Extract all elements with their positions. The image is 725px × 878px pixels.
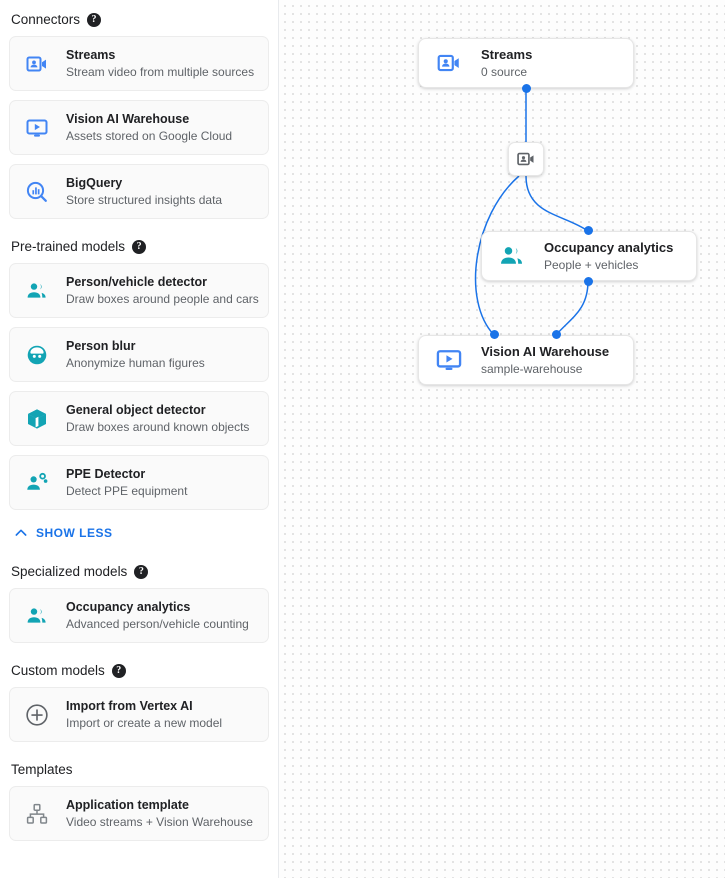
people-group-icon xyxy=(496,240,528,272)
palette-item-title: Application template xyxy=(66,798,189,812)
graph-node-subtitle: People + vehicles xyxy=(544,258,639,272)
section-header-pre-trained-models: Pre-trained models ? xyxy=(9,239,269,254)
port-warehouse-input-right[interactable] xyxy=(552,330,561,339)
palette-item-subtitle: Draw boxes around known objects xyxy=(66,420,250,434)
palette-item-text: Import from Vertex AI Import or create a… xyxy=(66,698,222,731)
section-title: Custom models xyxy=(11,663,105,678)
edge-relay-to-occupancy xyxy=(525,175,589,232)
port-occupancy-output[interactable] xyxy=(584,277,593,286)
section-title: Templates xyxy=(11,762,73,777)
section-title: Pre-trained models xyxy=(11,239,126,254)
person-gear-icon xyxy=(22,468,52,498)
palette-item-title: PPE Detector xyxy=(66,467,146,481)
graph-node-streams[interactable]: Streams 0 source xyxy=(418,38,634,88)
cube-box-icon xyxy=(22,404,52,434)
palette-item-subtitle: Stream video from multiple sources xyxy=(66,65,255,79)
palette-item-occupancy-analytics[interactable]: Occupancy analytics Advanced person/vehi… xyxy=(9,588,269,643)
monitor-play-icon xyxy=(433,344,465,376)
palette-item-subtitle: Detect PPE equipment xyxy=(66,484,188,498)
palette-item-title: Person blur xyxy=(66,339,136,353)
palette-item-subtitle: Assets stored on Google Cloud xyxy=(66,129,233,143)
graph-node-occupancy-analytics[interactable]: Occupancy analytics People + vehicles xyxy=(481,231,697,281)
palette-item-subtitle: Video streams + Vision Warehouse xyxy=(66,815,253,829)
palette-item-text: General object detector Draw boxes aroun… xyxy=(66,402,249,435)
graph-node-stream-relay[interactable] xyxy=(508,142,544,176)
people-group-icon xyxy=(22,276,52,306)
face-circle-icon xyxy=(22,340,52,370)
graph-node-title: Occupancy analytics xyxy=(544,240,674,255)
graph-node-title: Vision AI Warehouse xyxy=(481,344,610,359)
palette-item-subtitle: Draw boxes around people and cars xyxy=(66,292,259,306)
palette-item-text: PPE Detector Detect PPE equipment xyxy=(66,466,187,499)
palette-item-bigquery[interactable]: BigQuery Store structured insights data xyxy=(9,164,269,219)
palette-item-title: General object detector xyxy=(66,403,206,417)
graph-node-vision-ai-warehouse[interactable]: Vision AI Warehouse sample-warehouse xyxy=(418,335,634,385)
show-less-label: SHOW LESS xyxy=(36,526,113,540)
palette-item-subtitle: Import or create a new model xyxy=(66,716,223,730)
palette-item-text: Vision AI Warehouse Assets stored on Goo… xyxy=(66,111,232,144)
help-icon[interactable]: ? xyxy=(132,239,147,254)
pipeline-graph-canvas[interactable]: Streams 0 source xyxy=(279,0,725,878)
palette-item-title: Occupancy analytics xyxy=(66,600,191,614)
palette-item-person-blur[interactable]: Person blur Anonymize human figures xyxy=(9,327,269,382)
show-less-button[interactable]: SHOW LESS xyxy=(13,522,269,544)
graph-node-subtitle: sample-warehouse xyxy=(481,362,583,376)
plus-circle-icon xyxy=(22,700,52,730)
graph-node-text: Occupancy analytics People + vehicles xyxy=(544,239,673,273)
port-warehouse-input-left[interactable] xyxy=(490,330,499,339)
port-occupancy-input[interactable] xyxy=(584,226,593,235)
section-title: Specialized models xyxy=(11,564,128,579)
palette-item-text: Person blur Anonymize human figures xyxy=(66,338,205,371)
video-camera-icon xyxy=(433,47,465,79)
palette-item-text: Occupancy analytics Advanced person/vehi… xyxy=(66,599,249,632)
palette-item-title: Import from Vertex AI xyxy=(66,699,193,713)
palette-item-title: Streams xyxy=(66,48,116,62)
palette-item-import-from-vertex-ai[interactable]: Import from Vertex AI Import or create a… xyxy=(9,687,269,742)
palette-item-subtitle: Anonymize human figures xyxy=(66,356,205,370)
palette-item-text: Streams Stream video from multiple sourc… xyxy=(66,47,254,80)
video-camera-icon xyxy=(517,152,534,166)
palette-item-general-object-detector[interactable]: General object detector Draw boxes aroun… xyxy=(9,391,269,446)
section-header-specialized-models: Specialized models ? xyxy=(9,564,269,579)
palette-item-title: BigQuery xyxy=(66,176,123,190)
palette-item-title: Vision AI Warehouse xyxy=(66,112,190,126)
section-header-connectors: Connectors ? xyxy=(9,12,269,27)
section-title: Connectors xyxy=(11,12,81,27)
palette-item-text: BigQuery Store structured insights data xyxy=(66,175,222,208)
hierarchy-icon xyxy=(22,799,52,829)
help-icon[interactable]: ? xyxy=(87,12,102,27)
graph-node-text: Streams 0 source xyxy=(481,46,532,80)
graph-node-subtitle: 0 source xyxy=(481,65,528,79)
help-icon[interactable]: ? xyxy=(111,663,126,678)
component-palette-sidebar[interactable]: Connectors ? Streams Stream video from m… xyxy=(0,0,279,878)
palette-item-ppe-detector[interactable]: PPE Detector Detect PPE equipment xyxy=(9,455,269,510)
edge-occupancy-to-warehouse xyxy=(555,280,589,336)
graph-edges xyxy=(474,88,589,336)
video-camera-icon xyxy=(22,49,52,79)
palette-item-streams[interactable]: Streams Stream video from multiple sourc… xyxy=(9,36,269,91)
chevron-up-icon xyxy=(15,529,27,536)
palette-item-subtitle: Advanced person/vehicle counting xyxy=(66,617,249,631)
graph-node-title: Streams xyxy=(481,47,533,62)
palette-item-title: Person/vehicle detector xyxy=(66,275,208,289)
graph-node-text: Vision AI Warehouse sample-warehouse xyxy=(481,343,609,377)
port-streams-output[interactable] xyxy=(522,84,531,93)
section-header-templates: Templates xyxy=(9,762,269,777)
palette-item-person-vehicle-detector[interactable]: Person/vehicle detector Draw boxes aroun… xyxy=(9,263,269,318)
people-group-icon xyxy=(22,601,52,631)
palette-item-vision-ai-warehouse[interactable]: Vision AI Warehouse Assets stored on Goo… xyxy=(9,100,269,155)
palette-item-text: Person/vehicle detector Draw boxes aroun… xyxy=(66,274,259,307)
palette-item-text: Application template Video streams + Vis… xyxy=(66,797,253,830)
palette-item-subtitle: Store structured insights data xyxy=(66,193,223,207)
palette-item-application-template[interactable]: Application template Video streams + Vis… xyxy=(9,786,269,841)
bigquery-search-icon xyxy=(22,177,52,207)
section-header-custom-models: Custom models ? xyxy=(9,663,269,678)
help-icon[interactable]: ? xyxy=(134,564,149,579)
monitor-play-icon xyxy=(22,113,52,143)
